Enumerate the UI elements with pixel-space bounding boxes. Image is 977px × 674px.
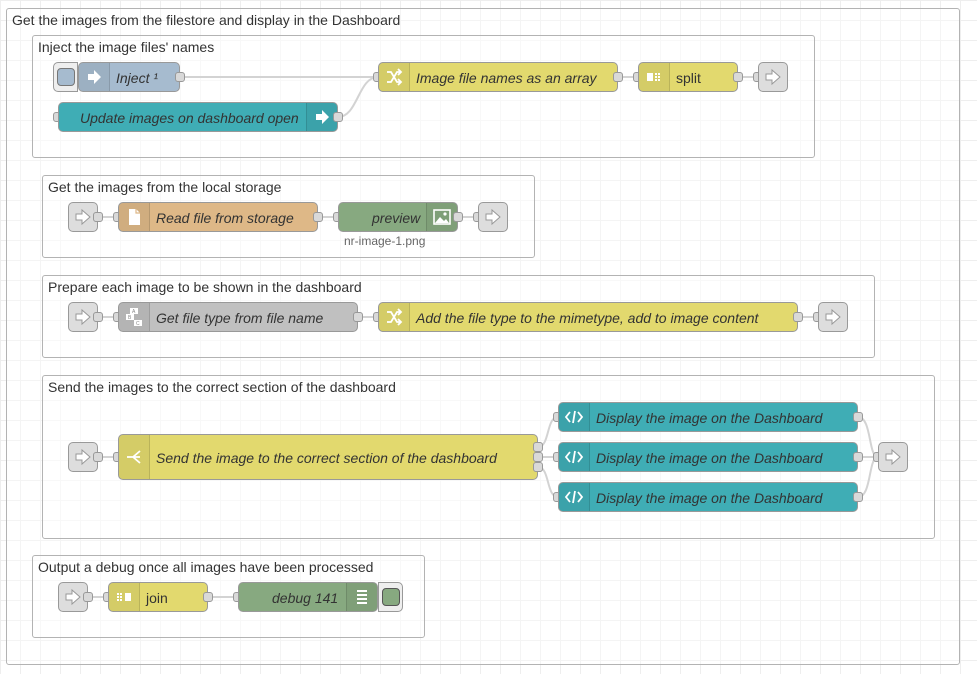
- output-port[interactable]: [453, 212, 463, 222]
- preview-node[interactable]: preview: [338, 202, 458, 232]
- group-label: Prepare each image to be shown in the da…: [48, 279, 362, 295]
- link-icon: [885, 448, 901, 466]
- group-label: Inject the image files' names: [38, 39, 215, 55]
- link-icon: [75, 208, 91, 226]
- code-icon: [559, 483, 590, 511]
- node-label: debug 141: [272, 590, 339, 606]
- group-label: Get the images from the filestore and di…: [12, 12, 401, 28]
- switch-icon: [119, 435, 150, 479]
- inject-node[interactable]: Inject ¹: [78, 62, 180, 92]
- svg-text:B: B: [128, 315, 132, 321]
- node-label: join: [146, 590, 168, 606]
- output-port[interactable]: [793, 312, 803, 322]
- output-port[interactable]: [313, 212, 323, 222]
- link-icon: [65, 588, 81, 606]
- debug-toggle-button[interactable]: [378, 582, 403, 612]
- group-label: Send the images to the correct section o…: [48, 379, 396, 395]
- node-label: Display the image on the Dashboard: [596, 490, 823, 506]
- link-out-node[interactable]: [478, 202, 508, 232]
- display-image-node-2[interactable]: Display the image on the Dashboard: [558, 442, 858, 472]
- debug-node[interactable]: debug 141: [238, 582, 378, 612]
- link-out-node[interactable]: [818, 302, 848, 332]
- group-outer[interactable]: Get the images from the filestore and di…: [6, 8, 960, 665]
- output-port[interactable]: [175, 72, 185, 82]
- link-icon: [825, 308, 841, 326]
- file-icon: [119, 203, 150, 231]
- node-label: Display the image on the Dashboard: [596, 450, 823, 466]
- output-port[interactable]: [613, 72, 623, 82]
- group-label: Get the images from the local storage: [48, 179, 282, 195]
- output-port[interactable]: [333, 112, 343, 122]
- output-port[interactable]: [733, 72, 743, 82]
- node-label: Inject ¹: [116, 70, 159, 86]
- output-port[interactable]: [533, 452, 543, 462]
- arrow-in-icon: [79, 63, 110, 91]
- node-label: Display the image on the Dashboard: [596, 410, 823, 426]
- join-icon: [109, 583, 140, 611]
- code-icon: [559, 443, 590, 471]
- shuffle-icon: [379, 303, 410, 331]
- output-port[interactable]: [533, 462, 543, 472]
- read-file-node[interactable]: Read file from storage: [118, 202, 318, 232]
- arrow-in-icon: [306, 103, 337, 131]
- output-port[interactable]: [533, 442, 543, 452]
- node-label: Read file from storage: [156, 210, 294, 226]
- split-node[interactable]: split: [638, 62, 738, 92]
- node-label: Image file names as an array: [416, 70, 597, 86]
- link-icon: [765, 68, 781, 86]
- link-out-node[interactable]: [758, 62, 788, 92]
- list-icon: [346, 583, 377, 611]
- code-icon: [559, 403, 590, 431]
- output-port[interactable]: [853, 492, 863, 502]
- svg-text:A: A: [132, 309, 136, 315]
- output-port[interactable]: [853, 452, 863, 462]
- node-label: split: [676, 70, 701, 86]
- node-label: preview: [372, 210, 421, 226]
- output-port[interactable]: [93, 312, 103, 322]
- link-icon: [485, 208, 501, 226]
- node-status: nr-image-1.png: [344, 234, 426, 248]
- inject-button[interactable]: [53, 62, 78, 92]
- add-mimetype-node[interactable]: Add the file type to the mimetype, add t…: [378, 302, 798, 332]
- output-port[interactable]: [353, 312, 363, 322]
- output-port[interactable]: [203, 592, 213, 602]
- join-node[interactable]: join: [108, 582, 208, 612]
- link-out-node[interactable]: [878, 442, 908, 472]
- node-label: Send the image to the correct section of…: [156, 450, 497, 466]
- image-file-names-node[interactable]: Image file names as an array: [378, 62, 618, 92]
- node-label: Update images on dashboard open: [80, 110, 299, 126]
- image-icon: [426, 203, 457, 231]
- output-port[interactable]: [83, 592, 93, 602]
- group-inject-names[interactable]: Inject the image files' names: [32, 35, 815, 158]
- display-image-node-3[interactable]: Display the image on the Dashboard: [558, 482, 858, 512]
- node-label: Add the file type to the mimetype, add t…: [416, 310, 759, 326]
- link-icon: [75, 308, 91, 326]
- output-port[interactable]: [93, 212, 103, 222]
- split-icon: [639, 63, 670, 91]
- svg-text:C: C: [136, 321, 140, 327]
- output-port[interactable]: [93, 452, 103, 462]
- shuffle-icon: [379, 63, 410, 91]
- output-port[interactable]: [853, 412, 863, 422]
- group-label: Output a debug once all images have been…: [38, 559, 374, 575]
- switch-node[interactable]: Send the image to the correct section of…: [118, 434, 538, 480]
- update-images-node[interactable]: Update images on dashboard open: [58, 102, 338, 132]
- link-icon: [75, 448, 91, 466]
- node-label: Get file type from file name: [156, 310, 324, 326]
- display-image-node-1[interactable]: Display the image on the Dashboard: [558, 402, 858, 432]
